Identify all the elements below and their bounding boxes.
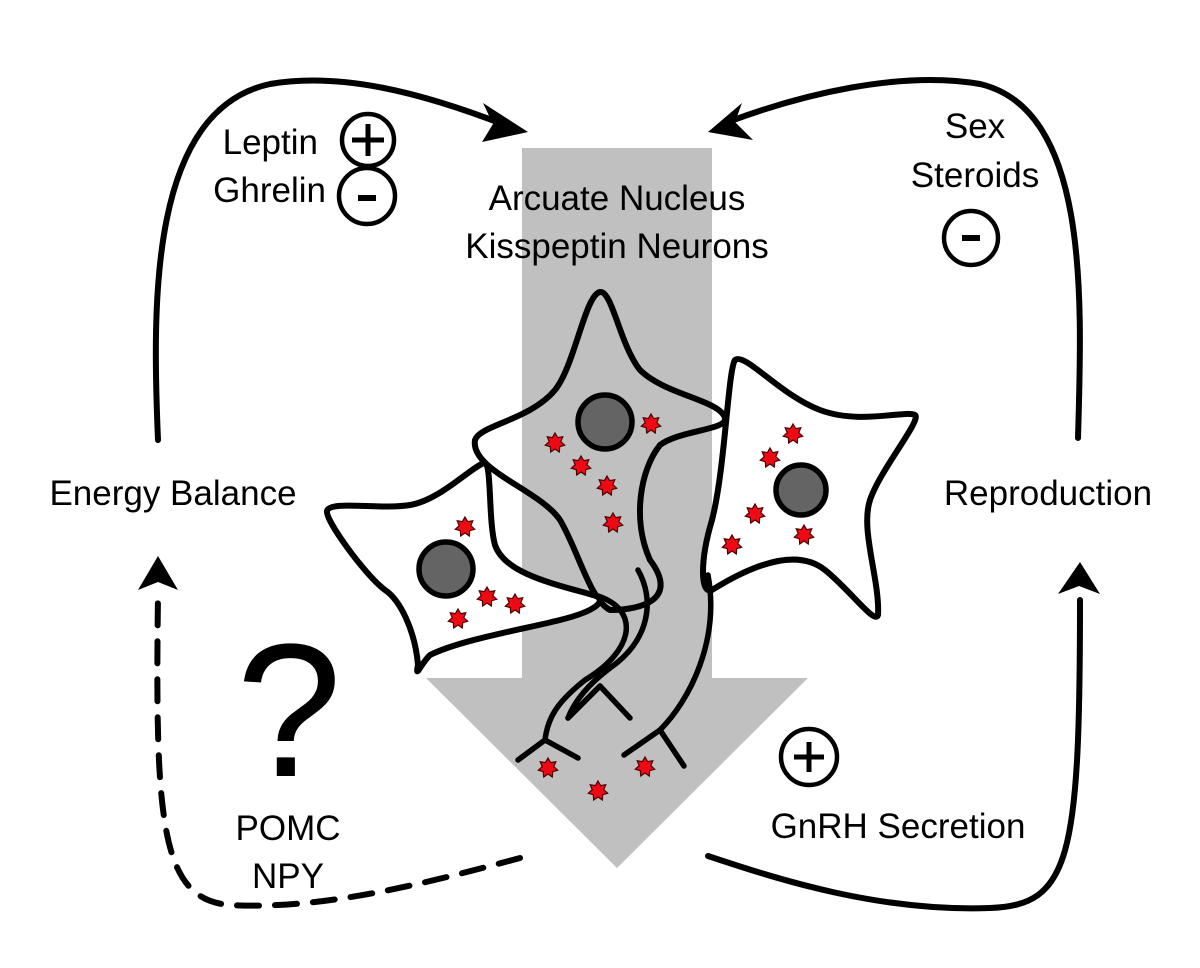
center-label-line2: Kisspeptin Neurons (465, 227, 769, 266)
leptin-plus-sign (339, 111, 397, 169)
kisspeptin-granule (793, 523, 815, 546)
steroids-label: Steroids (911, 156, 1039, 195)
center-label-line1: Arcuate Nucleus (489, 179, 746, 218)
ghrelin-minus-sign (336, 165, 398, 227)
kisspeptin-granule (454, 515, 476, 538)
kisspeptin-granule (640, 412, 662, 435)
energy-to-kisspeptin-arrowhead (482, 103, 528, 142)
kisspeptin-granule (476, 585, 498, 608)
pomc-npy-to-energy-dashed-arrow (154, 592, 523, 909)
unknown-question-mark: ? (236, 605, 342, 817)
axon-center-branch-a (597, 683, 633, 721)
reproduction-label: Reproduction (944, 474, 1152, 513)
sex-steroids-minus-sign (941, 208, 1001, 268)
npy-label: NPY (252, 857, 324, 896)
gnrh-to-reproduction-arrow (705, 597, 1083, 912)
kisspeptin-granule (634, 755, 656, 778)
gnrh-to-reproduction-arrowhead (1058, 562, 1100, 594)
kisspeptin-granule (744, 502, 766, 525)
kisspeptin-granule (602, 511, 624, 534)
kisspeptin-granule (544, 431, 566, 454)
energy-balance-label: Energy Balance (49, 474, 296, 513)
kisspeptin-granule (782, 422, 804, 445)
axon-left-branch (542, 737, 581, 761)
pomc-npy-to-energy-arrowhead (138, 556, 178, 590)
neuron-center-nucleus (575, 392, 635, 452)
neuron-center (471, 289, 728, 613)
axon-right (621, 572, 714, 758)
gnrh-plus-sign (778, 726, 840, 788)
neuron-left-nucleus (416, 539, 476, 599)
kisspeptin-granule (570, 454, 592, 477)
axon-center (565, 567, 650, 721)
kisspeptin-granule (504, 592, 526, 615)
kisspeptin-granule (759, 446, 781, 469)
kisspeptin-granule (447, 607, 469, 630)
sex-label: Sex (945, 107, 1006, 146)
pomc-label: POMC (236, 809, 341, 848)
kisspeptin-granule (721, 533, 743, 556)
axon-left (515, 593, 629, 763)
kisspeptin-granule (587, 779, 609, 802)
kisspeptin-granule (537, 756, 559, 779)
gnrh-secretion-label: GnRH Secretion (771, 807, 1026, 846)
neuron-right (700, 356, 919, 620)
neuron-right-nucleus (773, 462, 829, 518)
neuron-left (324, 459, 603, 675)
axon-center-branch-b (565, 683, 603, 721)
leptin-label: Leptin (223, 123, 318, 162)
reproduction-to-kisspeptin-arrow (725, 77, 1083, 441)
kisspeptin-granule (596, 474, 618, 497)
reproduction-to-kisspeptin-arrowhead (708, 103, 753, 140)
energy-to-kisspeptin-arrow (152, 77, 508, 443)
kisspeptin-granules (447, 412, 815, 802)
ghrelin-label: Ghrelin (213, 171, 326, 210)
axon-right-branch (657, 727, 687, 769)
central-downward-arrow (426, 148, 808, 868)
